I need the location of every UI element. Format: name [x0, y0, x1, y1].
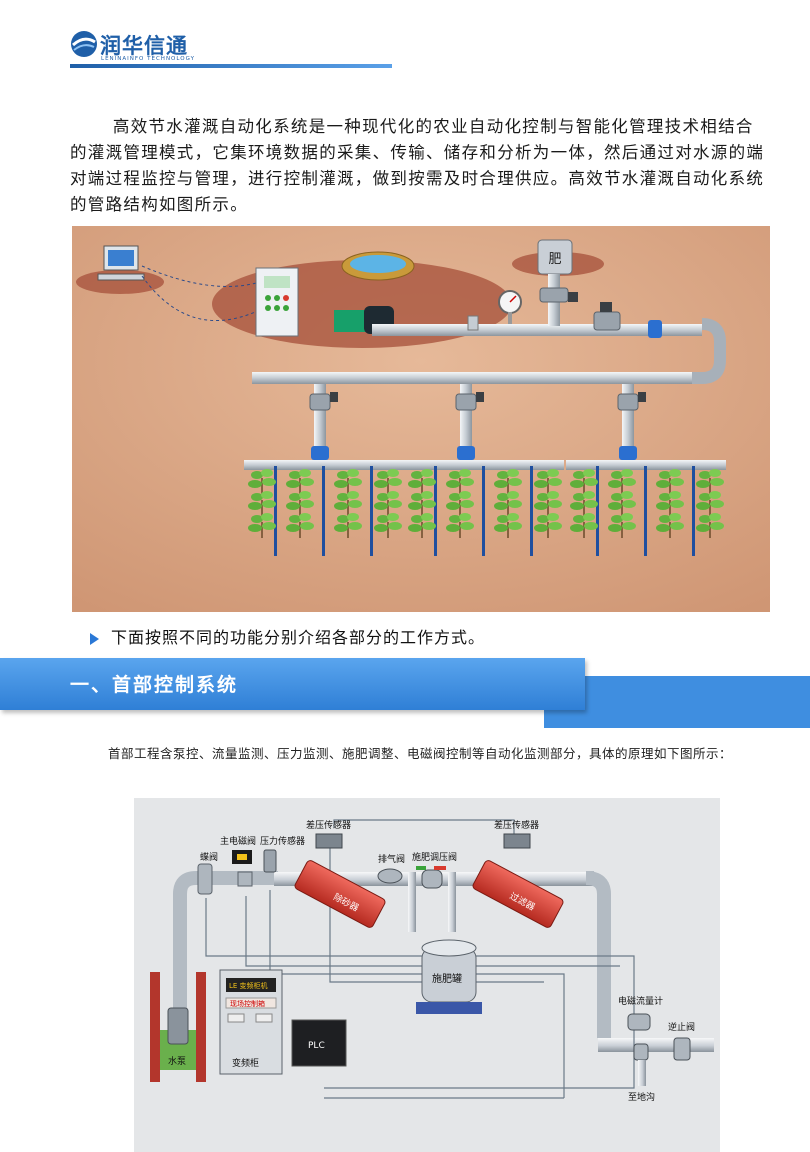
section-title: 一、首部控制系统	[70, 674, 239, 696]
label-site-control-box: 现场控制箱	[230, 999, 265, 1008]
label-main-solenoid-valve: 主电磁阀	[220, 835, 256, 847]
note-text: 下面按照不同的功能分别介绍各部分的工作方式。	[111, 628, 486, 647]
label-diff-pressure-left: 差压传感器	[306, 819, 351, 831]
fertilizer-tank-label: 肥	[548, 252, 561, 267]
page-header: 润华信通 LENINAINFO TECHNOLOGY	[0, 0, 810, 80]
label-to-drain: 至地沟	[628, 1091, 655, 1103]
label-fertilizer-valve: 施肥调压阀	[412, 851, 457, 863]
bullet-triangle-icon	[90, 632, 99, 645]
label-butterfly-valve: 蝶阀	[200, 851, 218, 863]
label-fertilizer-tank: 施肥罐	[432, 972, 462, 985]
company-logo-icon	[71, 31, 97, 57]
label-plc: PLC	[308, 1041, 325, 1051]
section-title-band: 一、首部控制系统	[0, 658, 585, 710]
company-subtitle: LENINAINFO TECHNOLOGY	[101, 56, 195, 62]
header-divider	[70, 64, 392, 68]
intro-paragraph: 高效节水灌溉自动化系统是一种现代化的农业自动化控制与智能化管理技术相结合的灌溉管…	[70, 117, 765, 214]
label-exhaust-valve: 排气阀	[378, 853, 405, 865]
label-inverter-panel: LE 变频柜机	[229, 981, 268, 990]
section-paragraph: 首部工程含泵控、流量监测、压力监测、施肥调整、电磁阀控制等自动化监测部分，具体的…	[108, 746, 733, 761]
label-pump: 水泵	[168, 1055, 186, 1067]
section-note: 下面按照不同的功能分别介绍各部分的工作方式。	[90, 624, 485, 648]
label-inverter-cabinet: 变频柜	[232, 1057, 259, 1069]
label-diff-pressure-right: 差压传感器	[494, 819, 539, 831]
label-check-valve: 逆止阀	[668, 1021, 695, 1033]
label-em-flowmeter: 电磁流量计	[618, 995, 663, 1007]
company-name: 润华信通	[100, 34, 188, 58]
section-band-accent	[544, 676, 810, 728]
irrigation-pipeline-diagram: 肥	[72, 226, 770, 612]
label-pressure-sensor: 压力传感器	[260, 835, 305, 847]
head-control-system-diagram: 蝶阀 主电磁阀 压力传感器 除砂器 差压传感器 排气阀 施肥调压阀 过滤器 差压…	[134, 798, 720, 1152]
